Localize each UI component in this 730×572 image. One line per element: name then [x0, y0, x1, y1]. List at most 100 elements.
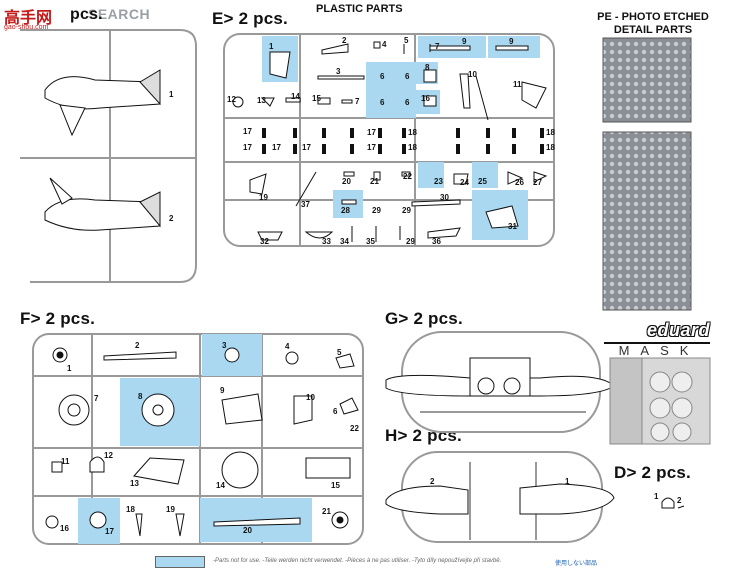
sprue-d-parts — [661, 497, 685, 509]
part-num-e37: 37 — [301, 200, 310, 209]
part-num-f6: 6 — [333, 407, 338, 416]
sprue-g-label: G> 2 pcs. — [385, 309, 463, 328]
part-num-e4: 4 — [382, 40, 387, 49]
part-num-f3: 3 — [222, 341, 227, 350]
part-num-e27: 27 — [533, 178, 542, 187]
part-num-e17c: 17 — [367, 128, 376, 137]
part-num-f10: 10 — [306, 393, 315, 402]
part-num-e1: 1 — [269, 42, 274, 51]
part-num-e17d: 17 — [367, 143, 376, 152]
part-num-e28: 28 — [341, 206, 350, 215]
part-num-f14: 14 — [216, 481, 225, 490]
watermark-logo: 高手网 — [4, 10, 53, 27]
part-num-e17f: 17 — [302, 143, 311, 152]
part-num-d1: 1 — [654, 492, 659, 501]
watermark-search: SEARCH — [88, 6, 151, 22]
sprue-e-unused — [262, 36, 540, 240]
part-num-e6c: 6 — [380, 98, 385, 107]
part-num-e10: 10 — [468, 70, 477, 79]
part-num-e33: 33 — [322, 237, 331, 246]
part-num-e17e: 17 — [272, 143, 281, 152]
part-num-f8: 8 — [138, 392, 143, 401]
part-num-e24: 24 — [460, 178, 469, 187]
sprue-a-fuselage-1 — [44, 69, 161, 137]
sprue-e-pins — [262, 128, 544, 154]
sprue-h-wings — [385, 483, 615, 515]
part-num-e19: 19 — [259, 193, 268, 202]
part-num-f17: 17 — [105, 527, 114, 536]
sprue-a-label: pcs. — [70, 6, 103, 23]
part-num-e5: 5 — [404, 36, 409, 45]
part-num-e18c: 18 — [408, 143, 417, 152]
part-num-f13: 13 — [130, 479, 139, 488]
part-num-f22: 22 — [350, 424, 359, 433]
legend-text: -Parts not for use. -Teile werden nicht … — [213, 558, 502, 564]
legend-swatch — [155, 556, 205, 568]
sprue-h-label: H> 2 pcs. — [385, 426, 462, 445]
part-num-e35: 35 — [366, 237, 375, 246]
part-num-e8: 8 — [425, 63, 430, 72]
legend-text-jp: 使用しない部品 — [555, 561, 598, 567]
watermark-site: gao-shou.com — [4, 24, 49, 31]
sprue-e-label: E> 2 pcs. — [212, 9, 288, 28]
pe-sheet-small — [602, 37, 692, 123]
sprue-a — [20, 29, 197, 283]
sprue-f-parts — [45, 347, 359, 537]
part-num-e22: 22 — [403, 172, 412, 181]
sprue-e-parts — [232, 41, 548, 242]
part-num-e30: 30 — [440, 193, 449, 202]
part-num-e29b: 29 — [402, 206, 411, 215]
part-num-e34: 34 — [340, 237, 349, 246]
mask-brand: eduard — [604, 320, 710, 344]
part-num-e25: 25 — [478, 177, 487, 186]
part-num-e32: 32 — [260, 237, 269, 246]
part-num-f2: 2 — [135, 341, 140, 350]
part-num-f12: 12 — [104, 451, 113, 460]
part-num-e11: 11 — [513, 80, 522, 89]
part-num-h2: 2 — [430, 477, 435, 486]
sprue-d-label: D> 2 pcs. — [614, 463, 691, 482]
part-num-e16: 16 — [421, 94, 430, 103]
part-num-e2: 2 — [342, 36, 347, 45]
part-num-e14: 14 — [291, 92, 300, 101]
part-num-e36: 36 — [432, 237, 441, 246]
sprue-f-frame — [32, 333, 364, 545]
part-num-f15: 15 — [331, 481, 340, 490]
part-num-f20: 20 — [243, 526, 252, 535]
part-num-e18b: 18 — [546, 128, 555, 137]
mask-word: MASK — [618, 343, 700, 358]
sprue-a-fuselage-2 — [44, 177, 161, 231]
watermark: 高手网 gao-shou.com SEARCH — [0, 0, 160, 36]
part-num-e18a: 18 — [408, 128, 417, 137]
part-num-f11: 11 — [61, 457, 70, 466]
pe-sheet-large — [602, 131, 692, 311]
part-num-f19: 19 — [166, 505, 175, 514]
part-num-a2: 2 — [169, 214, 174, 223]
part-num-h1: 1 — [565, 477, 570, 486]
sprue-f-unused — [78, 334, 312, 544]
part-num-f18: 18 — [126, 505, 135, 514]
sprue-f-label: F> 2 pcs. — [20, 309, 96, 328]
part-num-d2: 2 — [677, 496, 682, 505]
part-num-e21: 21 — [370, 177, 379, 186]
part-num-e3: 3 — [336, 67, 341, 76]
part-num-f21: 21 — [322, 507, 331, 516]
sprue-g-wing — [385, 357, 615, 397]
mask-sheet — [609, 357, 711, 445]
part-num-f4: 4 — [285, 342, 290, 351]
part-num-e12: 12 — [227, 95, 236, 104]
part-num-e17a: 17 — [243, 127, 252, 136]
part-num-e7b: 7 — [355, 97, 360, 106]
part-num-a1: 1 — [169, 90, 174, 99]
part-num-e23: 23 — [434, 177, 443, 186]
part-num-f7: 7 — [94, 394, 99, 403]
part-num-e7: 7 — [435, 42, 440, 51]
part-num-e17b: 17 — [243, 143, 252, 152]
part-num-e9a: 9 — [462, 37, 467, 46]
part-num-f5: 5 — [337, 348, 342, 357]
part-num-e9b: 9 — [509, 37, 514, 46]
part-num-e15: 15 — [312, 94, 321, 103]
part-num-e31: 31 — [508, 222, 517, 231]
part-num-e6a: 6 — [380, 72, 385, 81]
